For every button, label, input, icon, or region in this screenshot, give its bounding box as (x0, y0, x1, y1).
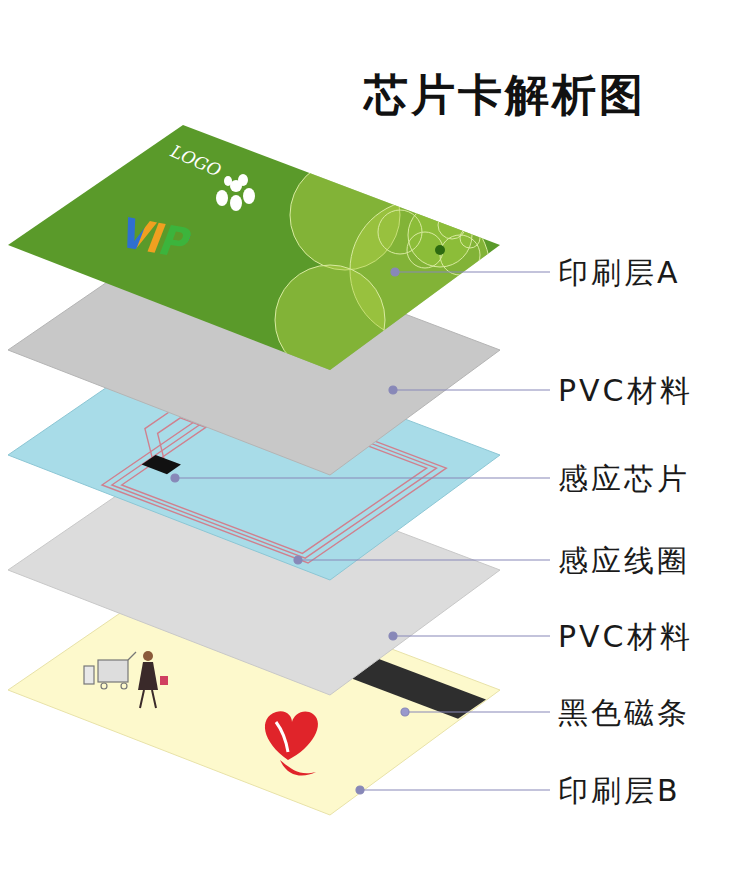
part-label: 感应线圈 (558, 544, 690, 577)
print-layer-a (8, 125, 500, 375)
diagram-title: 芯片卡解析图 (364, 66, 646, 125)
part-label: 感应芯片 (558, 462, 690, 495)
part-label: PVC材料 (558, 374, 693, 407)
part-label: 印刷层A (558, 256, 681, 289)
part-label: 黑色磁条 (558, 696, 690, 729)
part-label: 印刷层B (558, 774, 681, 807)
part-label: PVC材料 (558, 620, 693, 653)
leader-lines (171, 268, 550, 794)
